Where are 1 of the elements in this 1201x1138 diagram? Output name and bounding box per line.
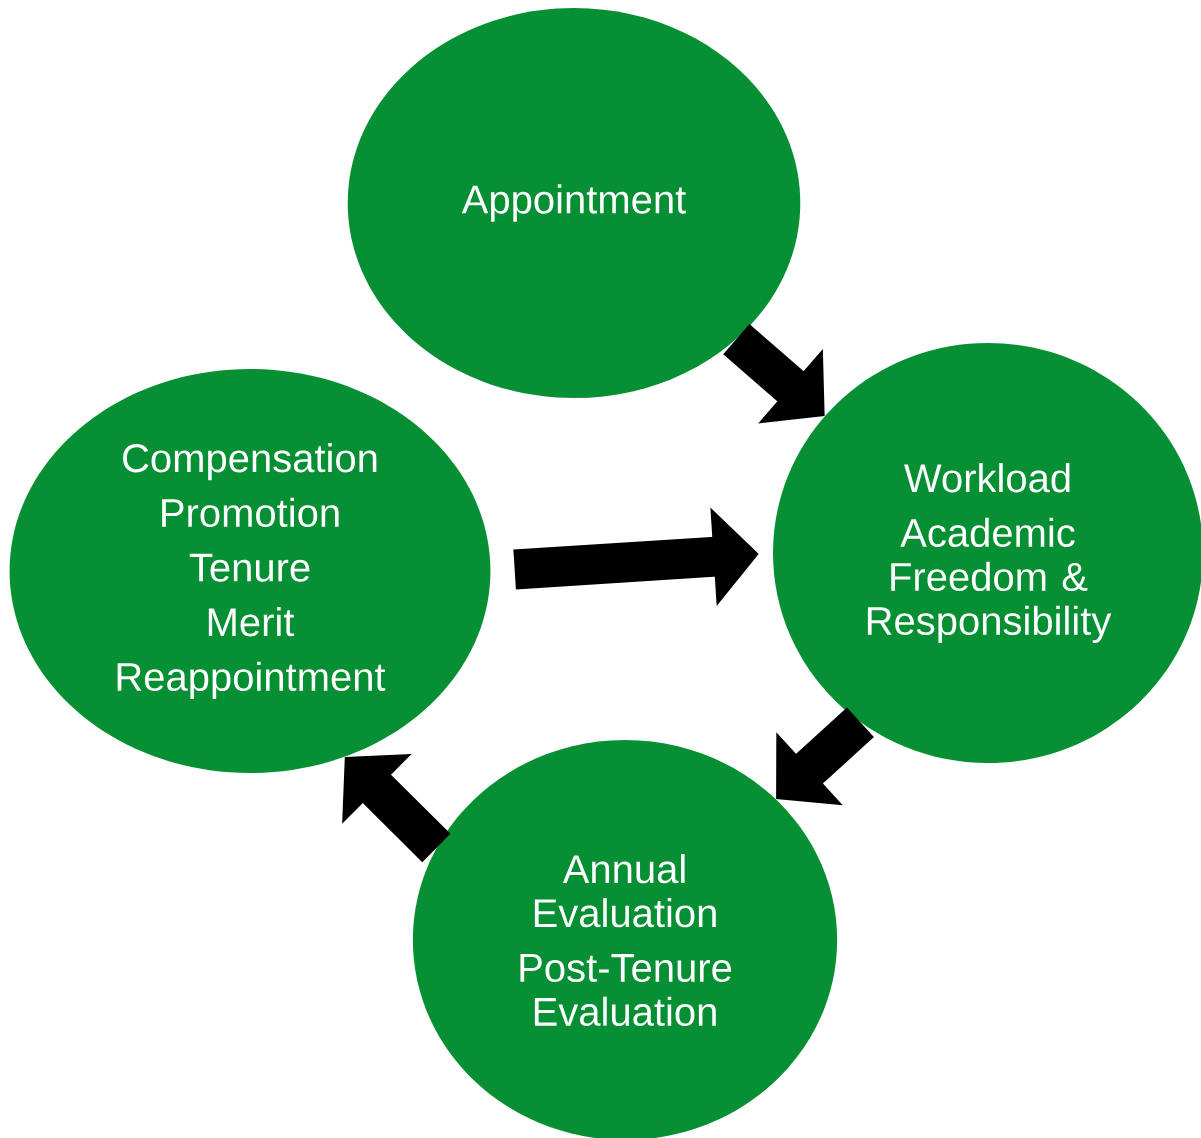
block-arrow xyxy=(776,707,874,806)
